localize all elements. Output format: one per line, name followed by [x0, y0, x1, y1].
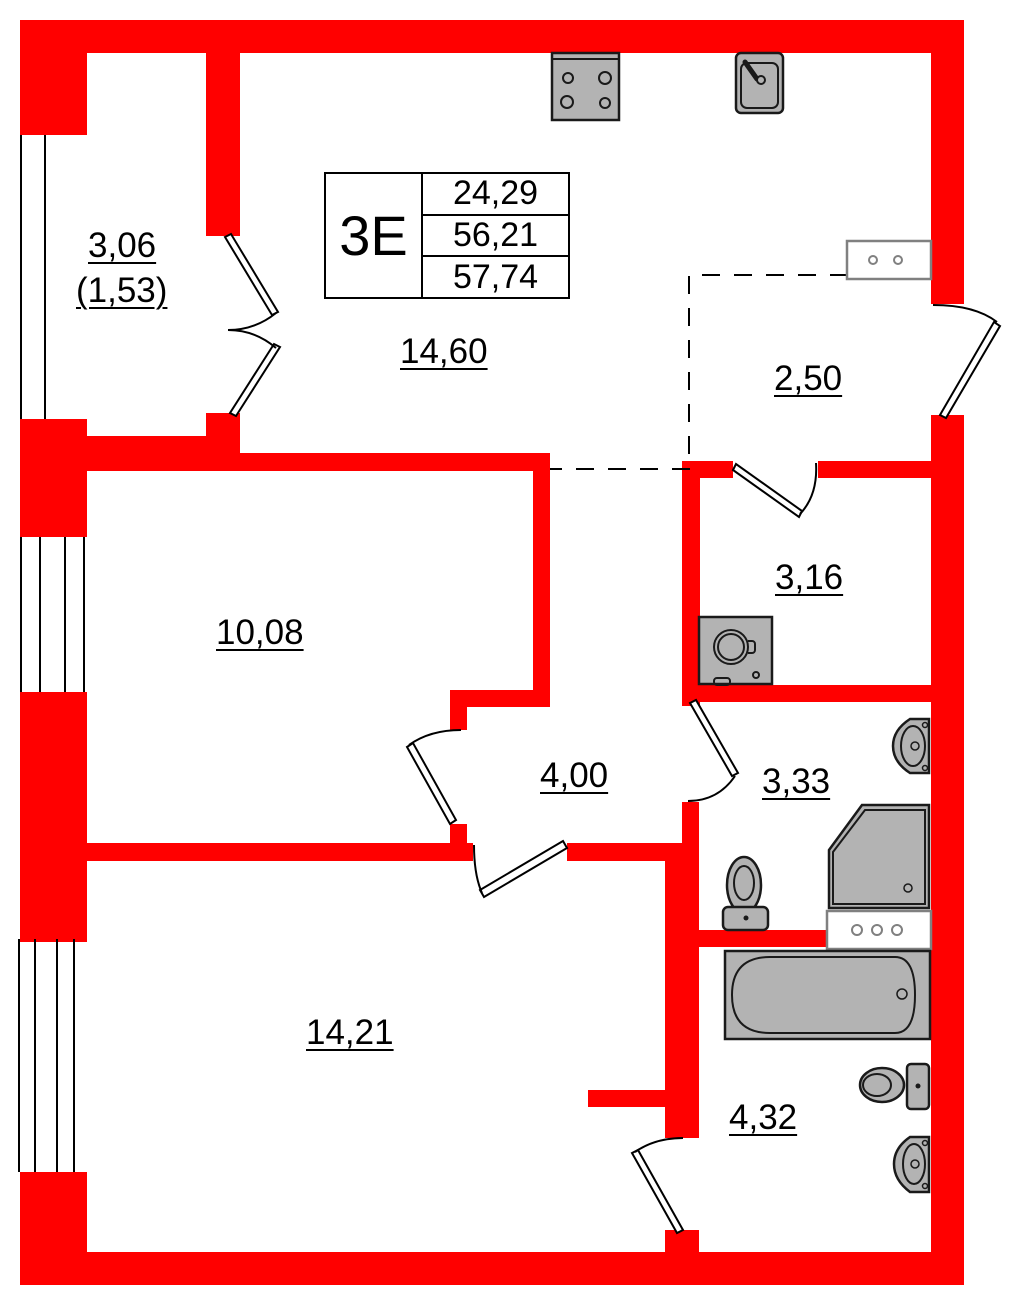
- electrical-panel-icon: [845, 239, 933, 281]
- doors[interactable]: [223, 232, 1002, 1235]
- bedroom2-door[interactable]: [473, 839, 569, 899]
- room-area-balcony-reduced: (1,53): [76, 271, 168, 310]
- windows: [18, 135, 85, 1172]
- room-area-bedroom-1: 10,08: [216, 613, 304, 652]
- washbasin-1-icon: [891, 717, 931, 775]
- area-values: 24,29 56,21 57,74: [423, 174, 568, 297]
- room-area-laundry: 3,16: [775, 558, 844, 597]
- bedroom1-door[interactable]: [405, 729, 462, 826]
- bathtub-icon: [723, 949, 932, 1041]
- room-area-corridor: 4,00: [540, 756, 609, 795]
- zone-boundary: [550, 274, 848, 470]
- balcony-door[interactable]: [223, 232, 282, 418]
- room-area-bathroom-1: 3,33: [762, 762, 831, 801]
- room-area-bedroom-2: 14,21: [306, 1013, 394, 1052]
- walls: [20, 20, 964, 1285]
- kitchen-sink-icon: [734, 51, 785, 115]
- room-area-entry-hall: 2,50: [774, 359, 843, 398]
- room-area-kitchen-living: 14,60: [400, 332, 488, 371]
- laundry-door[interactable]: [731, 462, 818, 519]
- room-area-balcony: 3,06: [88, 226, 157, 265]
- room-area-bathroom-2: 4,32: [729, 1098, 798, 1137]
- stove-icon: [550, 51, 621, 122]
- toilet-1-icon: [721, 855, 770, 932]
- entrance-door[interactable]: [932, 304, 1002, 420]
- bathroom1-door[interactable]: [687, 698, 740, 802]
- total-with-balcony-value: 57,74: [452, 257, 539, 296]
- ventilation-panel-icon: [825, 909, 933, 951]
- toilet-2-icon: [858, 1062, 931, 1111]
- washing-machine-icon: [697, 615, 774, 686]
- shower-cabin-icon: [827, 803, 931, 910]
- bathroom2-door[interactable]: [630, 1137, 685, 1235]
- total-area-value: 56,21: [423, 216, 568, 258]
- living-area-value: 24,29: [423, 174, 568, 216]
- apartment-summary: 3Е 24,29 56,21 57,74: [324, 172, 570, 299]
- washbasin-2-icon: [892, 1135, 931, 1194]
- apartment-type-code: 3Е: [326, 174, 423, 297]
